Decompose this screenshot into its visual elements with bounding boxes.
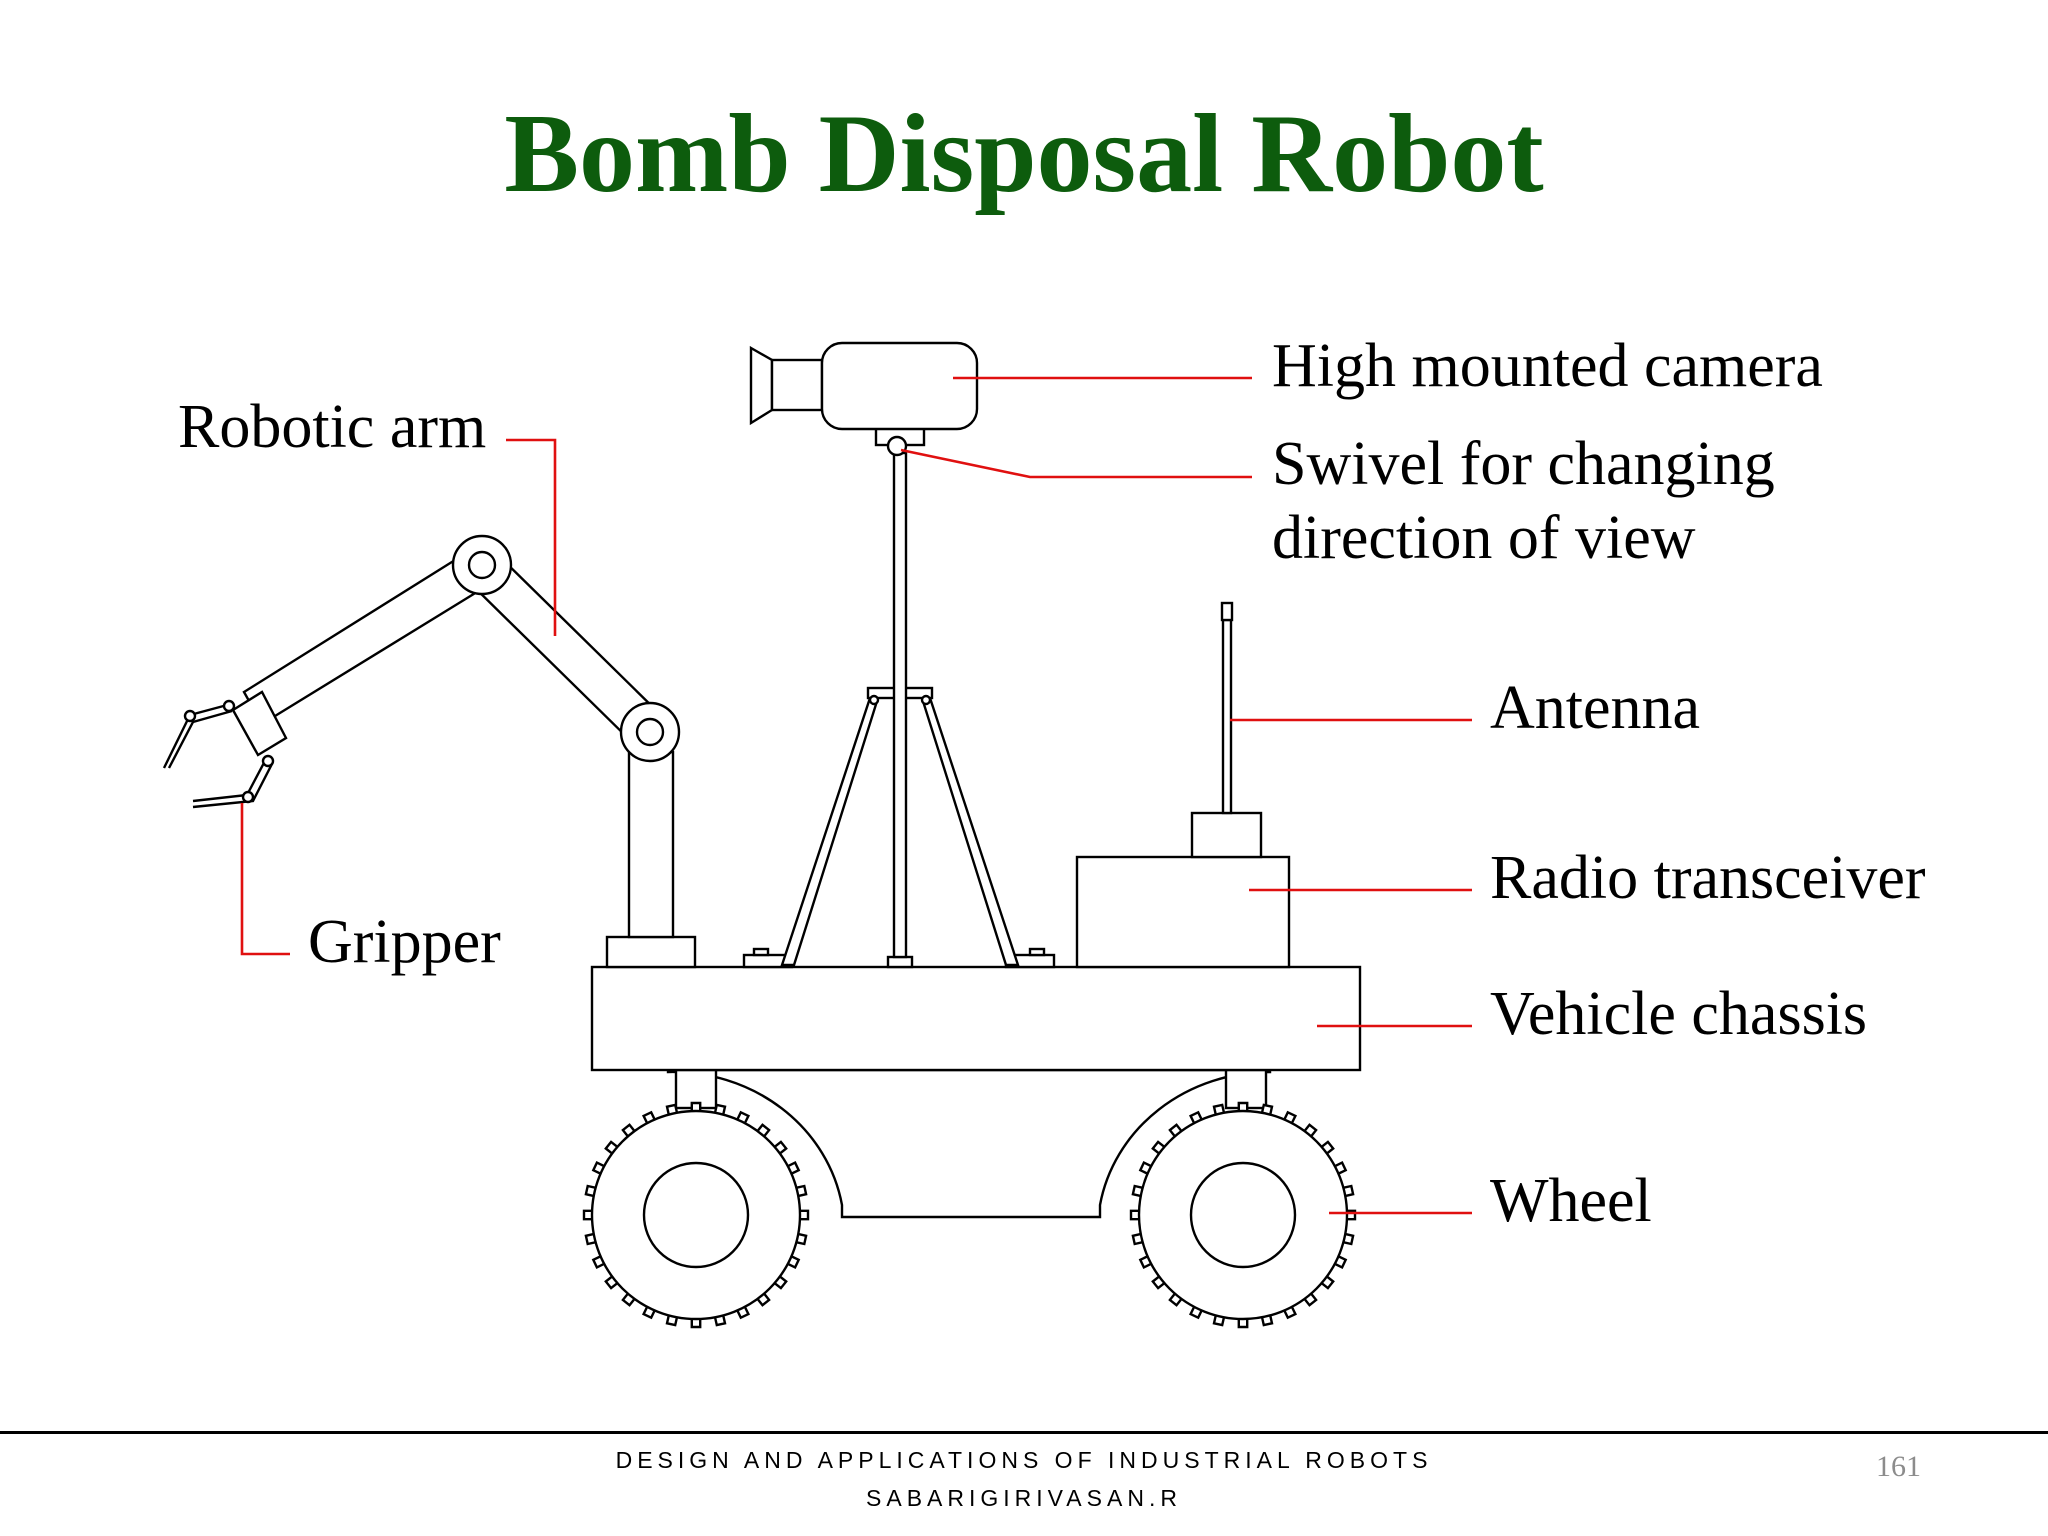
label-high-mounted-camera: High mounted camera [1272,332,1823,400]
arm-forearm [242,548,492,726]
label-wheel: Wheel [1490,1167,1652,1235]
gripper-pivot-3 [261,754,275,768]
tripod-foot-right-cap [1028,947,1046,957]
camera-lens-hood [749,345,774,426]
label-antenna: Antenna [1490,674,1700,742]
gripper-upper-finger-inner [167,709,233,769]
radio-transceiver [1075,855,1291,969]
right-wheel-hub [1189,1161,1297,1269]
gripper-lower-finger-inner [192,761,275,809]
label-radio-transceiver: Radio transceiver [1490,844,1926,912]
slide-title: Bomb Disposal Robot [504,92,1544,216]
chassis-lower-body [666,1068,1272,1219]
vehicle-chassis [590,965,1362,1072]
arm-base [605,935,697,969]
label-gripper: Gripper [308,908,501,976]
antenna-mast [1221,618,1233,815]
gripper-pivot-2 [183,709,197,723]
arm-shoulder-joint-inner [635,717,665,747]
label-swivel-line2: direction of view [1272,504,1696,572]
swivel [886,435,908,457]
tripod-leg-left [780,696,880,967]
footer-rule [0,1431,2048,1434]
footer-course-title: DESIGN AND APPLICATIONS OF INDUSTRIAL RO… [615,1447,1433,1473]
left-wheel [582,1101,810,1329]
tripod-foot-center [886,955,914,969]
radio-antenna-mount [1190,811,1263,859]
label-robotic-arm: Robotic arm [178,393,486,461]
footer-author: SABARIGIRIVASAN.R [866,1485,1182,1511]
label-swivel-line1: Swivel for changing [1272,430,1775,498]
leader-swivel [900,448,1252,479]
tripod-head-bolt-right [920,694,932,706]
gripper-wrist [231,690,288,757]
antenna-tip [1220,601,1234,622]
leader-arm [506,438,557,636]
camera-body [820,341,979,431]
gripper [162,699,275,809]
tripod-foot-left-cap [752,947,770,957]
label-vehicle-chassis: Vehicle chassis [1490,980,1867,1048]
gripper-pivot-1 [222,699,236,713]
high-mounted-camera [749,341,979,431]
gripper-pivot-4 [241,790,255,804]
tripod-head-bolt-left [868,694,880,706]
tripod-leg-right [920,696,1020,967]
arm-lower-column [627,750,675,939]
leader-gripper [240,803,290,956]
right-wheel [1129,1101,1357,1329]
camera-lens [770,358,824,412]
arm-elbow-joint-inner [467,550,497,580]
page-number: 161 [1876,1450,1921,1483]
left-wheel-hub [642,1161,750,1269]
camera-mast [892,451,908,959]
